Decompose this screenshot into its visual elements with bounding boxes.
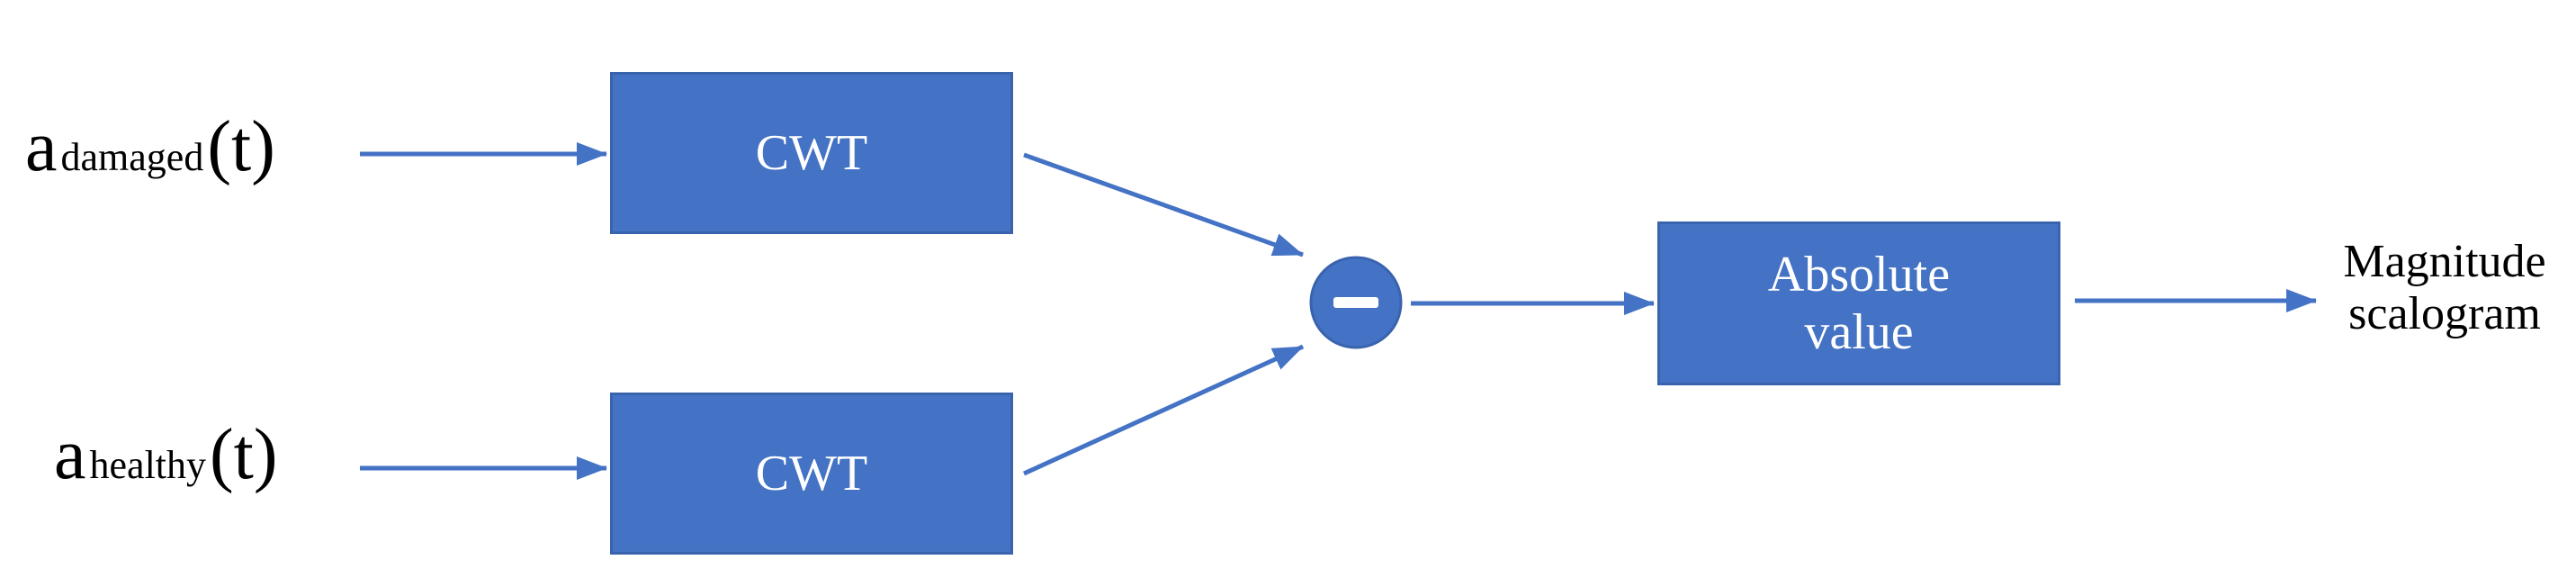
minus-icon [1333,297,1378,308]
output-label-line2: scalogram [2348,288,2541,340]
cwt-block-damaged: CWT [610,72,1013,234]
cwt-block-label: CWT [755,445,868,501]
cwt-block-label: CWT [755,124,868,181]
absolute-label-line2: value [1804,304,1914,360]
cwt-block-healthy: CWT [610,393,1013,555]
arrow-cwt-bottom-to-subtractor [1022,344,1305,476]
arrow-cwt-top-to-subtractor [1023,152,1304,257]
absolute-label-line1: Absolute [1767,246,1951,303]
subtractor-node [1309,256,1403,349]
absolute-value-label: Absolute value [1768,246,1950,362]
output-label: Magnitude scalogram [2318,236,2572,340]
signal-subscript: damaged [60,135,204,179]
input-signal-healthy: a healthy (t) [54,414,278,496]
signal-subscript: healthy [89,443,207,487]
signal-argument: (t) [207,107,275,186]
signal-argument: (t) [210,415,278,494]
signal-symbol: a [25,107,58,186]
absolute-value-block: Absolute value [1657,221,2060,385]
output-label-line1: Magnitude [2343,236,2546,287]
signal-symbol: a [54,415,86,494]
input-signal-damaged: a damaged (t) [25,106,275,188]
